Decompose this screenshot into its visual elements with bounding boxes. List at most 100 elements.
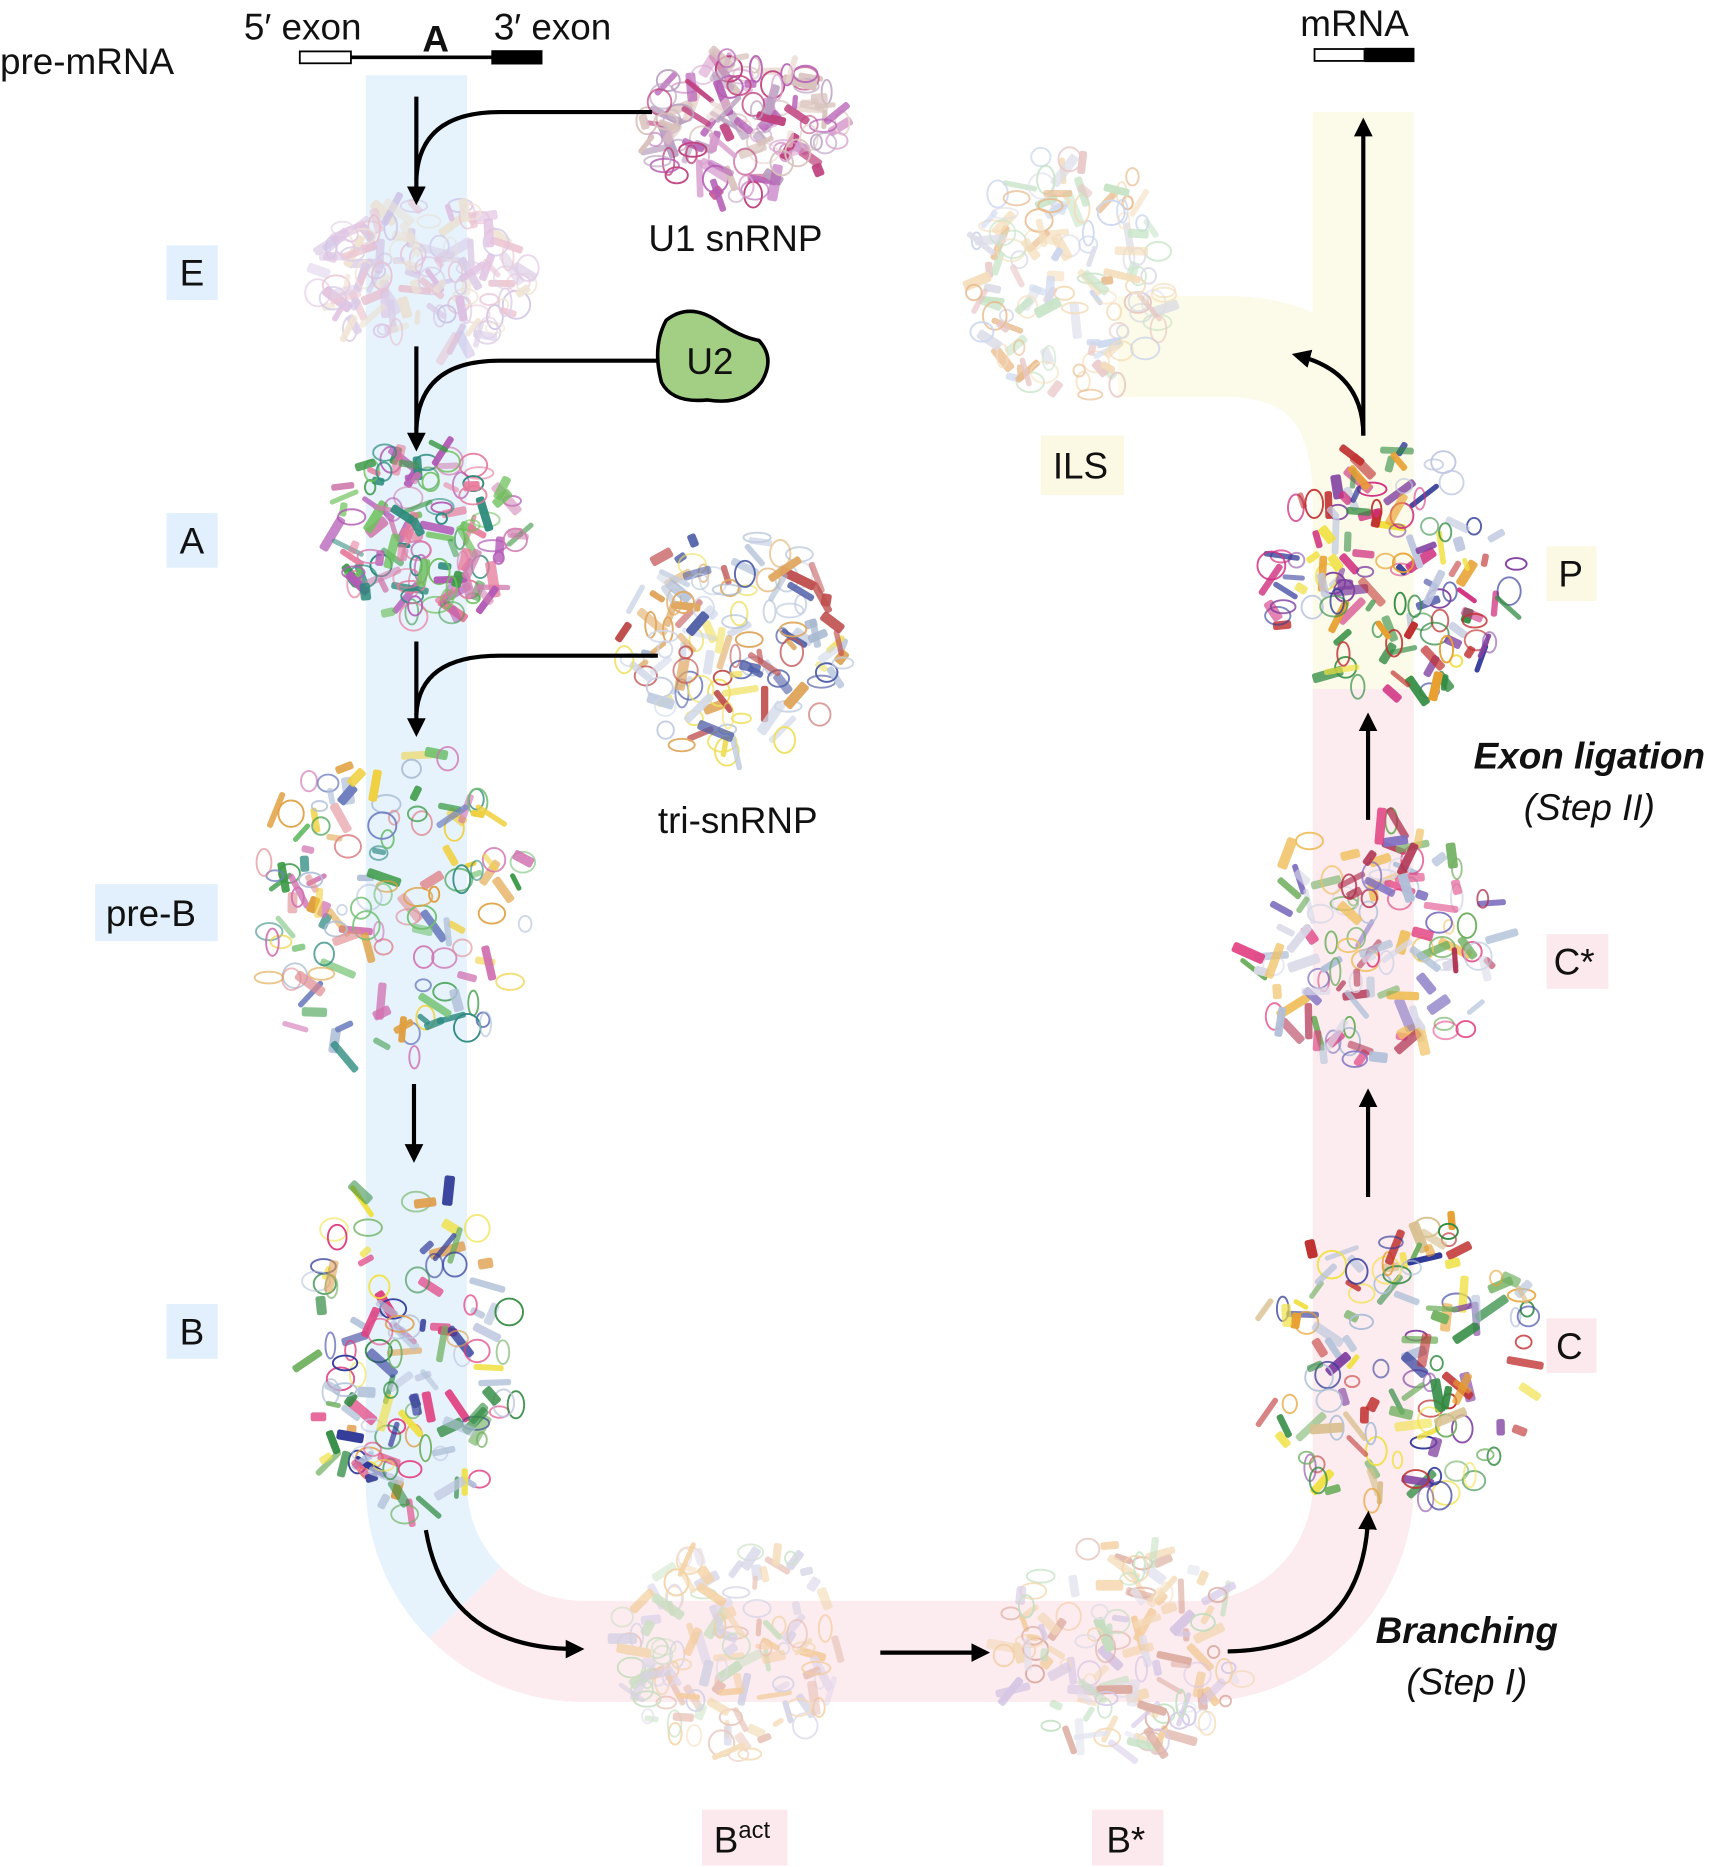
structure-element <box>730 557 759 576</box>
structure-element <box>1015 1585 1027 1605</box>
structure-element <box>1134 1655 1149 1683</box>
structure-element <box>1197 1710 1217 1736</box>
structure-element <box>1140 1650 1153 1665</box>
structure-element <box>1381 1251 1395 1277</box>
structure-element <box>1344 1374 1361 1389</box>
structure-element <box>425 531 455 542</box>
structure-element <box>1401 1335 1439 1344</box>
structure-element <box>1304 1002 1313 1040</box>
structure-element <box>696 1582 727 1607</box>
stage-A: A <box>180 520 205 561</box>
structure-element <box>408 247 424 274</box>
structure-element <box>1075 370 1091 393</box>
structure-element <box>322 286 353 313</box>
structure-element <box>1297 492 1307 509</box>
structure-element <box>1106 302 1123 322</box>
structure-element <box>479 1011 493 1038</box>
structure-element <box>409 517 425 537</box>
structure-element <box>1215 1657 1234 1685</box>
structure-element <box>655 1695 677 1710</box>
structure-element <box>448 605 462 623</box>
structure-element <box>336 1450 351 1478</box>
structure-element <box>698 157 732 183</box>
structure-element <box>1017 1594 1035 1619</box>
structure-element <box>1474 1294 1509 1322</box>
structure-element <box>277 799 305 828</box>
structure-element <box>1306 1360 1324 1373</box>
structure-element <box>729 600 749 627</box>
structure-element <box>441 1218 460 1235</box>
structure-element <box>266 792 286 828</box>
structure-element <box>403 886 434 908</box>
structure-element <box>1269 599 1297 615</box>
structure-element <box>374 1424 402 1450</box>
structure-element <box>1026 1634 1039 1642</box>
structure-element <box>683 693 714 724</box>
structure-element <box>1346 1354 1360 1369</box>
structure-element <box>1055 1601 1082 1631</box>
structure-element <box>693 1703 708 1721</box>
structure-element <box>412 945 435 969</box>
pink-band-catalysis <box>429 689 1414 1702</box>
structure-element <box>404 598 420 626</box>
structure-element <box>301 845 315 854</box>
structure-element <box>760 685 769 723</box>
structure-element <box>768 572 788 602</box>
structure-element <box>1423 1243 1436 1258</box>
structure-element <box>755 1618 762 1637</box>
structure-element <box>1443 918 1455 935</box>
structure-element <box>397 893 424 923</box>
structure-element <box>433 256 445 269</box>
structure-element <box>1441 1385 1453 1410</box>
structure-element <box>1108 340 1134 362</box>
structure-element <box>1362 850 1377 866</box>
u2-label: U2 <box>686 341 733 382</box>
stage-Cstar: C* <box>1554 942 1595 983</box>
structure-element <box>306 262 331 279</box>
structure-element <box>506 1390 526 1420</box>
structure-element <box>785 55 799 84</box>
structure-element <box>798 72 824 82</box>
structure-element <box>763 84 780 116</box>
structure-element <box>1420 516 1440 536</box>
structure-element <box>1192 1671 1206 1698</box>
structure-element <box>724 1642 739 1656</box>
structure-element <box>1325 1351 1352 1376</box>
structure-element <box>1445 1241 1473 1260</box>
structure-element <box>268 872 293 892</box>
structure-element <box>1353 968 1361 987</box>
structure-element <box>1081 219 1095 247</box>
structure-element <box>785 637 797 651</box>
structure-element <box>630 1678 654 1702</box>
structure-element <box>1384 455 1396 473</box>
structure-element <box>729 733 743 771</box>
structure-element <box>327 787 336 805</box>
structure-element <box>1458 1275 1469 1313</box>
structure-element <box>443 482 459 493</box>
Cstar-complex-structure <box>1231 807 1519 1068</box>
structure-element <box>759 1565 770 1583</box>
structure-element <box>420 1369 439 1391</box>
structure-element <box>291 943 306 952</box>
structure-element <box>729 643 742 669</box>
structure-element <box>638 113 650 130</box>
structure-element <box>687 533 699 548</box>
structure-element <box>729 671 743 678</box>
structure-element <box>368 769 382 802</box>
structure-element <box>653 112 679 131</box>
structure-element <box>695 159 704 198</box>
structure-element <box>1405 534 1424 569</box>
structure-element <box>652 1644 674 1666</box>
structure-element <box>1040 1719 1062 1732</box>
structure-element <box>811 582 833 614</box>
structure-element <box>1086 339 1101 346</box>
structure-element <box>708 45 736 71</box>
structure-element <box>645 1636 669 1659</box>
structure-element <box>340 246 365 262</box>
structure-element <box>318 912 332 930</box>
structure-element <box>1425 1305 1459 1313</box>
structure-element <box>1183 1661 1212 1688</box>
structure-element <box>444 1389 471 1423</box>
structure-element <box>314 887 324 918</box>
structure-element <box>713 1613 727 1639</box>
